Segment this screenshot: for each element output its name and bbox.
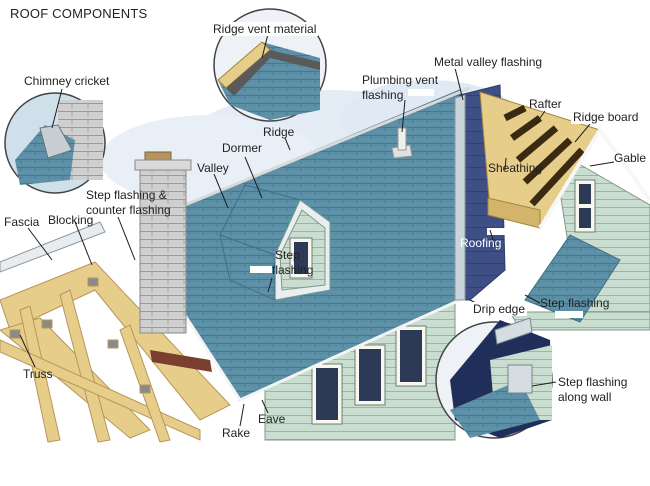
- label-truss: Truss: [23, 367, 53, 381]
- metal-valley: [454, 94, 466, 301]
- label-rake: Rake: [222, 426, 251, 440]
- label-blocking: Blocking: [48, 213, 94, 227]
- label-step-counter-line1: Step flashing &: [86, 188, 167, 202]
- gutter: [150, 350, 212, 372]
- label-gable: Gable: [614, 151, 647, 165]
- chimney: [134, 151, 192, 334]
- label-step-counter-line2: counter flashing: [86, 203, 171, 217]
- label-step-flashing-dormer-line2: flashing: [272, 263, 314, 277]
- label-chimney-cricket: Chimney cricket: [22, 74, 112, 88]
- tag-sheathing: [487, 228, 519, 235]
- diagram-title: ROOF COMPONENTS: [10, 6, 148, 21]
- leader-lines: [19, 33, 615, 427]
- label-step-flashing-dormer-line1: Step: [275, 248, 300, 262]
- tag-plumbing: [408, 89, 434, 96]
- label-dormer: Dormer: [222, 141, 263, 155]
- label-rafter: Rafter: [529, 97, 562, 111]
- label-step-along-wall-line1: Step flashing: [558, 375, 628, 389]
- label-eave: Eave: [258, 412, 286, 426]
- label-drip-edge: Drip edge: [471, 302, 528, 316]
- label-plumbing-vent-line1: Plumbing vent: [362, 73, 439, 87]
- fascia-board: [0, 221, 106, 273]
- label-step-along-wall-line2: along wall: [558, 390, 612, 404]
- tag-dormer-step: [250, 266, 272, 273]
- gable-trim: [538, 126, 650, 230]
- label-ridge: Ridge: [263, 125, 295, 139]
- ridge-line: [184, 86, 471, 207]
- tag-step-right: [555, 311, 583, 318]
- label-step-flashing-right: Step flashing: [540, 296, 610, 310]
- label-plumbing-vent-line2: flashing: [362, 88, 404, 102]
- label-ridge-board: Ridge board: [571, 110, 641, 124]
- eave-edge: [239, 298, 461, 402]
- label-ridge-vent-material: Ridge vent material: [211, 22, 319, 36]
- label-fascia: Fascia: [4, 215, 40, 229]
- label-metal-valley-flashing: Metal valley flashing: [432, 55, 545, 69]
- label-sheathing: Sheathing: [488, 161, 543, 175]
- label-valley: Valley: [197, 161, 229, 175]
- label-roofing-felt: Roofing felt: [460, 236, 521, 250]
- dormer: [219, 184, 331, 301]
- rafter-cutaway: [479, 91, 601, 229]
- inset-ridge-vent: [213, 8, 327, 122]
- front-wall: [264, 299, 456, 441]
- inset-step-flashing-wall: [435, 317, 553, 439]
- inset-chimney-cricket: [4, 92, 106, 194]
- truss-frame: [0, 261, 231, 443]
